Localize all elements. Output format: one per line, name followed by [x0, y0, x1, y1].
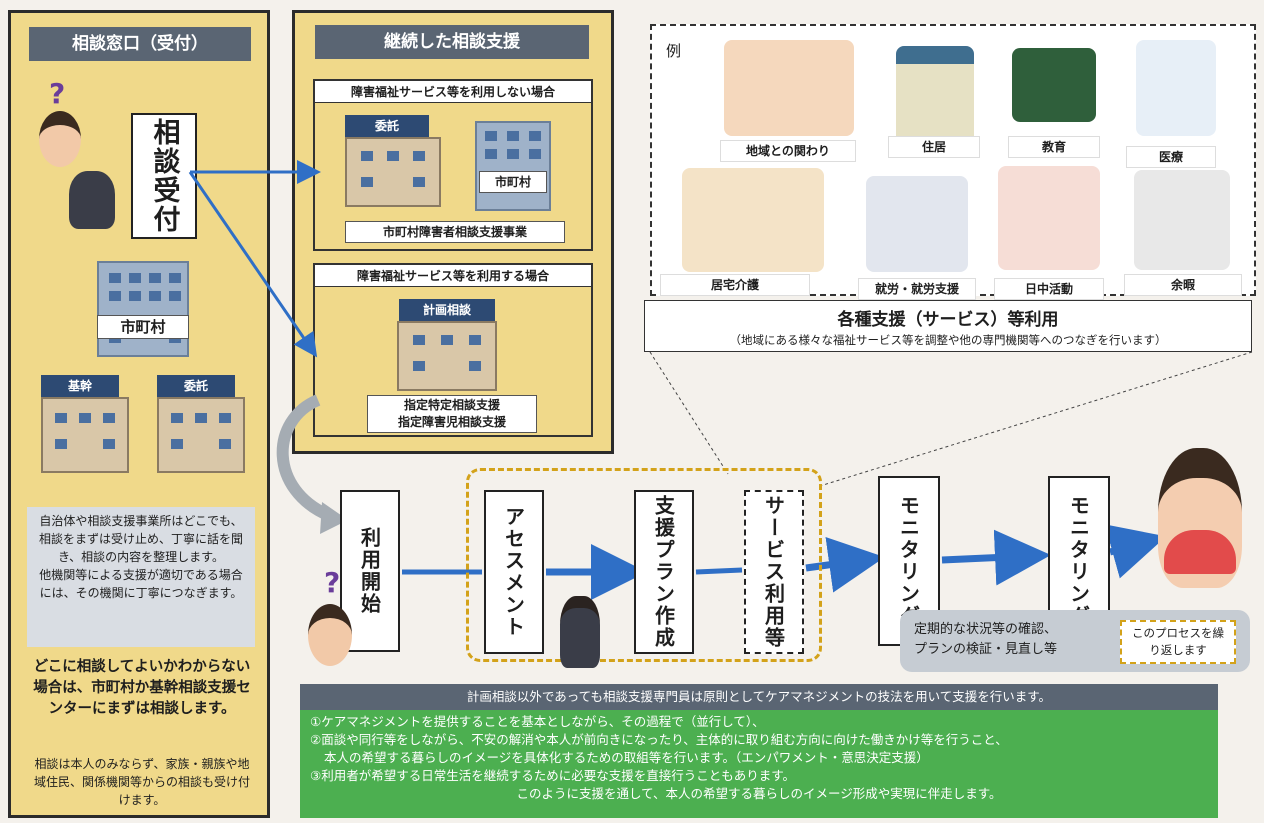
example-item-work: 就労・就労支援	[858, 278, 976, 300]
itaku-tag: 委託	[157, 375, 235, 397]
bottom-line-4: ③利用者が希望する日常生活を継続するために必要な支援を直接行うこともあります。	[310, 768, 795, 783]
leisure-illustration-icon	[1134, 170, 1230, 270]
support-worker-icon	[560, 596, 600, 668]
community-illustration-icon	[724, 40, 854, 136]
examples-label: 例	[666, 42, 682, 60]
kikan-building-icon	[41, 397, 129, 473]
case-service-box: 障害福祉サービス等を利用する場合 計画相談 指定特定相談支援 指定障害児相談支援	[313, 263, 593, 437]
case2-caption-line2: 指定障害児相談支援	[397, 415, 506, 429]
case1-caption: 市町村障害者相談支援事業	[345, 221, 565, 243]
example-item-community: 地域との関わり	[720, 140, 856, 162]
step-service: サービス利用等	[744, 490, 804, 654]
city-label: 市町村	[97, 315, 189, 339]
services-subtitle: （地域にある様々な福祉サービス等を調整や他の専門機関等へのつなぎを行います）	[729, 333, 1167, 347]
process-highlight-frame	[466, 468, 822, 662]
day-activity-illustration-icon	[998, 166, 1100, 270]
home-care-illustration-icon	[682, 168, 824, 272]
person-icon	[39, 111, 81, 167]
step-assessment-label: アセスメント	[501, 506, 526, 638]
house-illustration-icon	[896, 46, 974, 148]
step-monitoring-2-label: モニタリング	[1066, 495, 1091, 627]
monitoring-note: 定期的な状況等の確認、 プランの検証・見直し等	[914, 620, 1110, 660]
step-plan-label: 支援プラン作成	[651, 495, 676, 649]
worried-person-icon	[69, 171, 115, 229]
reception-label: 相談受付	[131, 113, 197, 239]
monitoring-note-box: 定期的な状況等の確認、 プランの検証・見直し等 このプロセスを繰り返します	[900, 610, 1250, 672]
monitoring-note-line2: プランの検証・見直し等	[914, 642, 1058, 657]
repeat-note: このプロセスを繰り返します	[1120, 620, 1236, 664]
case-no-service-title: 障害福祉サービス等を利用しない場合	[315, 81, 591, 103]
city-building-icon	[97, 261, 189, 357]
education-illustration-icon	[1012, 48, 1096, 122]
question-mark-icon: ?	[49, 77, 66, 110]
continued-support-panel: 継続した相談支援 障害福祉サービス等を利用しない場合 委託 市町村 市町村障害者…	[292, 10, 614, 454]
case2-building-icon	[397, 321, 497, 391]
bottom-body: ①ケアマネジメントを提供することを基本としながら、その過程で（並行して）、 ②面…	[300, 710, 1218, 818]
monitoring-note-line1: 定期的な状況等の確認、	[914, 622, 1058, 637]
medical-illustration-icon	[1136, 40, 1216, 136]
case2-keikaku-tag: 計画相談	[399, 299, 495, 321]
work-illustration-icon	[866, 176, 968, 272]
reception-panel-header: 相談窓口（受付）	[29, 27, 251, 61]
services-box: 各種支援（サービス）等利用 （地域にある様々な福祉サービス等を調整や他の専門機関…	[644, 300, 1252, 352]
services-title: 各種支援（サービス）等利用	[837, 310, 1059, 330]
example-item-housing: 住居	[888, 136, 980, 158]
example-item-day-activity: 日中活動	[994, 278, 1104, 300]
case2-caption-line1: 指定特定相談支援	[403, 398, 500, 412]
kikan-tag: 基幹	[41, 375, 119, 397]
step-monitoring-1-label: モニタリング	[896, 495, 921, 627]
case2-caption: 指定特定相談支援 指定障害児相談支援	[367, 395, 537, 433]
reception-note: 相談は本人のみならず、家族・親族や地域住民、関係機関等からの相談も受け付けます。	[33, 757, 250, 807]
example-item-leisure: 余暇	[1124, 274, 1242, 296]
case1-city-building-icon	[475, 121, 551, 211]
reception-text: 相談受付	[148, 118, 180, 234]
bottom-line-5: このように支援を通して、本人の希望する暮らしのイメージ形成や実現に伴走します。	[516, 786, 1002, 801]
step-assessment: アセスメント	[484, 490, 544, 654]
reception-panel: 相談窓口（受付） ? 相談受付 市町村 基幹 委託 自治体や相談支援事業所はどこ…	[8, 10, 270, 818]
step-start-label: 利用開始	[357, 527, 382, 615]
happy-shirt-icon	[1164, 530, 1236, 574]
continued-support-header: 継続した相談支援	[315, 25, 589, 59]
bottom-line-3: 本人の希望する暮らしのイメージを具体化するための取組等を行います。（エンパワメン…	[324, 750, 929, 765]
question-mark-icon-2: ?	[324, 566, 341, 599]
reception-bold-note: どこに相談してよいかわからない場合は、市町村か基幹相談支援センターにまずは相談し…	[33, 659, 251, 717]
case1-itaku-building-icon	[345, 137, 441, 207]
example-item-medical: 医療	[1126, 146, 1216, 168]
example-item-education: 教育	[1008, 136, 1100, 158]
step-service-label: サービス利用等	[761, 495, 786, 649]
case-service-title: 障害福祉サービス等を利用する場合	[315, 265, 591, 287]
reception-description: 自治体や相談支援事業所はどこでも、相談をまずは受け止め、丁寧に話を聞き、相談の内…	[27, 507, 255, 647]
case1-itaku-tag: 委託	[345, 115, 429, 137]
bottom-header: 計画相談以外であっても相談支援専門員は原則としてケアマネジメントの技法を用いて支…	[300, 684, 1218, 710]
bottom-line-1: ①ケアマネジメントを提供することを基本としながら、その過程で（並行して）、	[310, 714, 765, 729]
step-plan: 支援プラン作成	[634, 490, 694, 654]
case1-city-label: 市町村	[479, 171, 547, 193]
user-person-icon	[308, 604, 352, 666]
case-no-service-box: 障害福祉サービス等を利用しない場合 委託 市町村 市町村障害者相談支援事業	[313, 79, 593, 251]
itaku-building-icon	[157, 397, 245, 473]
example-item-home-care: 居宅介護	[660, 274, 810, 296]
bottom-line-2: ②面談や同行等をしながら、不安の解消や本人が前向きになったり、主体的に取り組む方…	[310, 732, 1008, 747]
